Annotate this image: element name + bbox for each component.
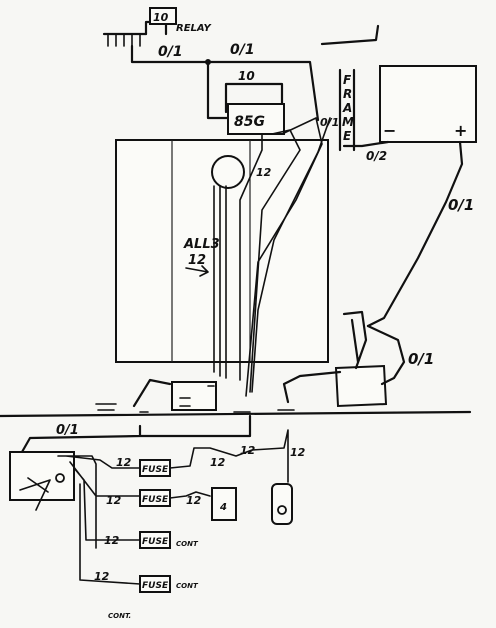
- starter-terminals: [179, 385, 215, 407]
- label-12-d: 12: [290, 446, 306, 459]
- battery-box: [379, 65, 477, 143]
- frame-letter-e: E: [343, 129, 352, 143]
- battery-positive: +: [454, 121, 467, 140]
- cont-label-1: CONT: [176, 540, 199, 548]
- frame-letter-r: R: [343, 87, 352, 101]
- distributor-cap: [211, 155, 245, 189]
- cont-label-bottom: CONT.: [108, 612, 131, 620]
- relay-number: 10: [153, 11, 169, 24]
- fuse-4-label: FUSE: [142, 581, 169, 591]
- all3-arrow: [185, 265, 209, 277]
- relay-label: RELAY: [176, 23, 212, 34]
- switch-number: 4: [219, 502, 227, 513]
- wire-fuse-2-out: [169, 491, 211, 499]
- fuse-3-label: FUSE: [142, 537, 169, 547]
- label-12-upper: 12: [256, 166, 272, 179]
- label-12-e: 12: [106, 494, 122, 507]
- cont-label-2: CONT: [176, 582, 199, 590]
- relay-pin-labels: 85G: [234, 114, 265, 130]
- wire-battery-neg: [342, 140, 390, 148]
- toggle-switch: [211, 487, 237, 521]
- label-01-top-right: 0/1: [230, 42, 255, 58]
- wire-fuse-1-out: [169, 429, 289, 483]
- label-12-f: 12: [186, 494, 202, 507]
- relay-box: [149, 7, 177, 25]
- fuse-3: [139, 531, 171, 549]
- fuse-4: [139, 575, 171, 593]
- wire-relay-feed: [206, 60, 230, 120]
- label-all3-line2: 12: [188, 253, 206, 268]
- battery-negative: −: [383, 121, 396, 140]
- ground-bus: [102, 20, 168, 47]
- label-02-battery: 0/2: [366, 149, 387, 163]
- fuse-panel-terminal: [55, 473, 65, 483]
- label-01-left: 0/1: [56, 423, 79, 438]
- solenoid-body: [334, 364, 388, 408]
- fuse-panel-hatch: [19, 477, 51, 511]
- fuse-taps: [139, 409, 295, 413]
- label-12-g: 12: [104, 534, 120, 547]
- frame-letter-m: M: [342, 115, 354, 129]
- label-01-center: 0/1: [320, 116, 339, 129]
- fuse-2-label: FUSE: [142, 495, 169, 505]
- panel-wire-bundle: [57, 455, 141, 549]
- label-01-right: 0/1: [448, 196, 474, 214]
- wire-bottom-loop: [79, 483, 141, 585]
- wire-10-loop: [224, 82, 284, 114]
- label-01-lower-right: 0/1: [408, 350, 434, 368]
- fuse-1-label: FUSE: [142, 465, 169, 475]
- label-gauge-10: 10: [238, 69, 255, 83]
- wire-battery-pos: [366, 140, 464, 328]
- frame-letter-f: F: [343, 73, 352, 87]
- frame-letter-a: A: [342, 101, 352, 115]
- relay-85g-box: [227, 103, 285, 135]
- label-12-a: 12: [116, 456, 132, 469]
- wire-harness: [213, 117, 331, 397]
- wire-solenoid-loop: [366, 324, 406, 386]
- ground-symbol-left: [95, 403, 117, 411]
- frame-wall: [320, 24, 380, 152]
- solenoid-bracket: [342, 310, 368, 370]
- connector-pin: [277, 505, 287, 515]
- label-12-c: 12: [240, 444, 256, 457]
- label-all3-line1: ALL3: [183, 237, 220, 252]
- wire-ground-drop: [130, 44, 320, 122]
- label-01-top-left: 0/1: [158, 44, 183, 60]
- wire-solenoid-loop-left: [282, 370, 342, 404]
- wire-panel-main: [20, 414, 252, 454]
- label-12-h: 12: [94, 570, 110, 583]
- label-12-b: 12: [210, 456, 226, 469]
- ground-line: [0, 410, 472, 418]
- wire-starter-ground: [132, 378, 172, 408]
- connector-plug: [271, 483, 293, 525]
